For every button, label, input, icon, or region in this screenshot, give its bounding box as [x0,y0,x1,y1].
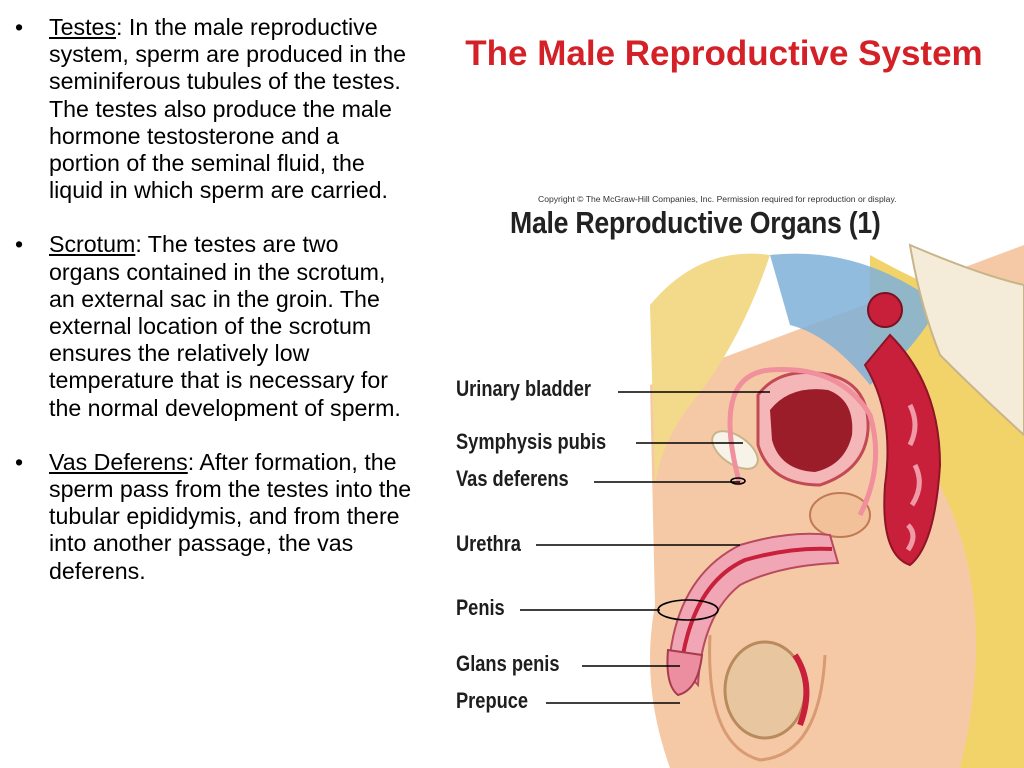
bullet-dot: • [15,14,24,40]
figure-copyright: Copyright © The McGraw-Hill Companies, I… [538,194,897,204]
symphysis-pubis-bone [711,430,759,470]
glans [666,648,704,697]
bullet-scrotum: • Scrotum: The testes are two organs con… [14,231,414,421]
bullet-list: • Testes: In the male reproductive syste… [14,14,414,612]
slide-title: The Male Reproductive System [465,34,983,73]
term-testes: Testes [49,14,117,40]
bullet-vas-deferens: • Vas Deferens: After formation, the spe… [14,449,414,585]
label-urethra: Urethra [456,531,521,556]
bullet-testes: • Testes: In the male reproductive syste… [14,14,414,204]
bullet-dot: • [15,448,24,475]
label-vas-deferens: Vas deferens [456,466,569,491]
leader-lines [520,391,770,704]
epididymis [792,653,810,727]
abdominal-fat [650,253,770,485]
label-penis: Penis [456,595,505,620]
term-scrotum: Scrotum [49,231,136,258]
bladder-lumen [770,389,853,472]
term-vas-deferens: Vas Deferens [49,448,188,475]
scrotum [708,634,827,762]
label-glans-penis: Glans penis [456,651,560,676]
anatomy-figure: Copyright © The McGraw-Hill Companies, I… [440,185,1024,768]
urethra-channel [678,546,833,676]
sacrum-bone [908,243,1024,437]
rectum-folds [905,403,922,552]
prostate [809,492,871,538]
figure-title: Male Reproductive Organs (1) [510,205,881,240]
bullet-text-testes: : In the male reproductive system, sperm… [49,14,406,204]
bullet-text-vas-deferens: : After formation, the sperm pass from t… [49,448,412,584]
anatomy-illustration [520,243,1024,768]
small-intestine [867,292,903,328]
rectum [863,333,942,567]
bullet-text-scrotum: : The testes are two organs contained in… [49,231,401,421]
bullet-dot: • [15,231,24,258]
label-prepuce: Prepuce [456,688,529,713]
vas-deferens-duct [727,367,879,517]
label-symphysis-pubis: Symphysis pubis [456,429,607,454]
label-urinary-bladder: Urinary bladder [456,376,591,401]
